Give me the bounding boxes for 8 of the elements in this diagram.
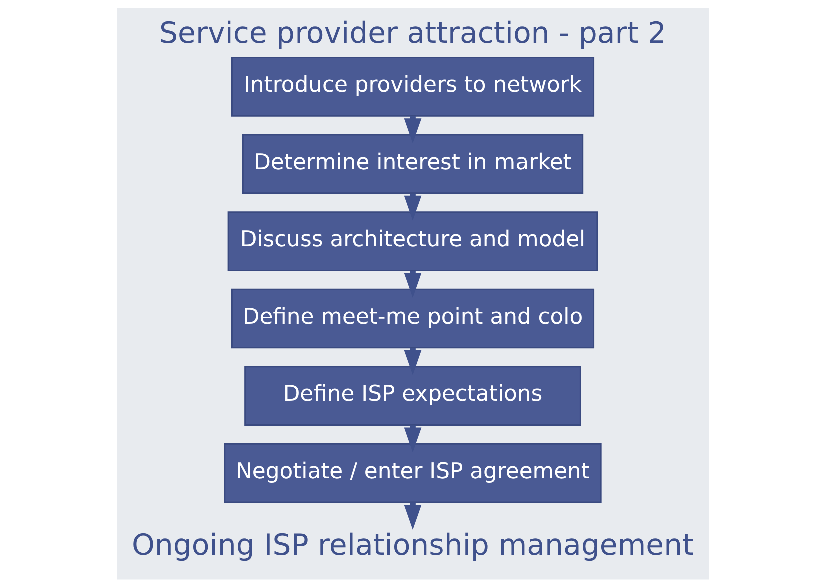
- diagram-title: Service provider attraction - part 2: [159, 16, 666, 50]
- node-box: Introduce providers to network: [230, 57, 594, 117]
- node-box: Negotiate / enter ISP agreement: [224, 443, 602, 504]
- node-box: Discuss architecture and model: [227, 212, 598, 272]
- node-box: Determine interest in market: [242, 134, 584, 194]
- node-box: Define meet-me point and colo: [230, 288, 594, 349]
- node-box: Define ISP expectations: [244, 366, 581, 426]
- node-text: Ongoing ISP relationship management: [131, 528, 694, 562]
